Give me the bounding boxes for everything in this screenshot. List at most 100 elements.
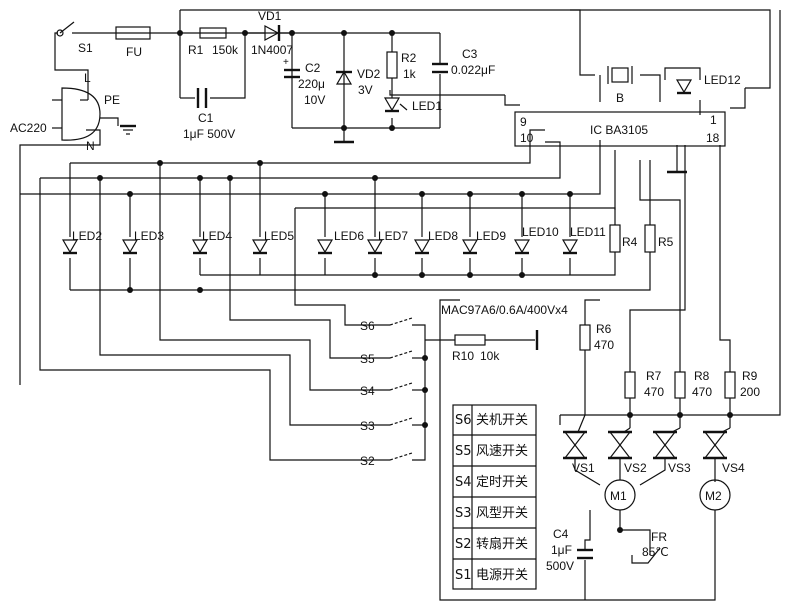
- resistor-r2: R2 1k: [386, 51, 417, 81]
- switch-s1: S1: [56, 21, 93, 55]
- resistor-r5: R5: [644, 224, 674, 253]
- led7-label: LED7: [378, 229, 408, 243]
- switch-s4: S4: [360, 382, 413, 398]
- s3-label: S3: [360, 419, 375, 433]
- led4-label: LED4: [202, 229, 232, 243]
- r8-label: R8: [694, 369, 710, 383]
- led-led2: LED2: [61, 229, 102, 255]
- r9-value: 200: [740, 385, 760, 399]
- c1-value: 1μF 500V: [183, 127, 235, 141]
- capacitor-c3: C3 0.022μF: [432, 47, 495, 77]
- s6-label: S6: [360, 319, 375, 333]
- resistor-r1: R1 150k: [188, 27, 239, 57]
- r10-label: R10: [452, 349, 474, 363]
- vd1-label: VD1: [258, 9, 282, 23]
- led9-label: LED9: [476, 229, 506, 243]
- fr-value: 85℃: [642, 545, 669, 559]
- legend-key: S4: [455, 475, 472, 490]
- ic-ba3105: 9 10 IC BA3105 1 18: [514, 111, 726, 147]
- fr-label: FR: [651, 530, 667, 544]
- led10-label: LED10: [522, 225, 559, 239]
- capacitor-c1: C1 1μF 500V: [183, 88, 235, 141]
- wiring: [19, 9, 781, 601]
- motor-m2: M2: [699, 479, 731, 511]
- led-led6: LED6: [316, 229, 364, 255]
- s4-label: S4: [360, 384, 375, 398]
- fuse-fu: FU: [115, 26, 151, 59]
- ac-plug: L PE N AC220: [10, 71, 120, 153]
- motor-m1: M1: [604, 479, 636, 511]
- c4-value-volt: 500V: [546, 559, 574, 573]
- c3-label: C3: [462, 47, 478, 61]
- led12-label: LED12: [704, 73, 741, 87]
- s1-label: S1: [78, 41, 93, 55]
- legend-key: S1: [455, 568, 472, 583]
- legend-key: S5: [455, 444, 472, 459]
- pin9-label: 9: [520, 115, 527, 129]
- resistor-r4: R4: [609, 224, 638, 253]
- r5-label: R5: [658, 235, 674, 249]
- led1-label: LED1: [412, 99, 442, 113]
- svg-text:+: +: [283, 57, 289, 68]
- zener-vd2: VD2 3V: [335, 67, 381, 97]
- n-label: N: [86, 139, 95, 153]
- r6-value: 470: [594, 338, 614, 352]
- pin1-label: 1: [710, 113, 717, 127]
- legend-desc: 风型开关: [476, 506, 528, 521]
- led-led3: LED3: [121, 229, 164, 255]
- led6-label: LED6: [334, 229, 364, 243]
- thermal-fuse-fr: FR 85℃: [631, 530, 669, 564]
- led-led5: LED5: [251, 229, 294, 255]
- resistor-r6: R6 470: [579, 322, 614, 352]
- diode-vd1: VD1 1N4007: [251, 9, 293, 57]
- b-label: B: [616, 91, 624, 105]
- vs3-label: VS3: [668, 461, 691, 475]
- c4-value-cap: 1μF: [551, 543, 572, 557]
- ac220-label: AC220: [10, 121, 47, 135]
- r10-value: 10k: [480, 349, 500, 363]
- switch-s6: S6: [360, 317, 413, 333]
- led8-label: LED8: [428, 229, 458, 243]
- capacitor-c2: + C2 220μ 10V: [283, 57, 325, 107]
- c3-value: 0.022μF: [451, 63, 495, 77]
- led3-label: LED3: [134, 229, 164, 243]
- vs1-label: VS1: [572, 461, 595, 475]
- junction-dots: [97, 30, 733, 533]
- r7-value: 470: [644, 385, 664, 399]
- vd2-label: VD2: [357, 67, 381, 81]
- vd1-value: 1N4007: [251, 43, 293, 57]
- c4-label: C4: [553, 527, 569, 541]
- crystal-b: B: [607, 66, 633, 105]
- legend-desc: 定时开关: [476, 475, 528, 490]
- c1-label: C1: [198, 111, 214, 125]
- led2-label: LED2: [72, 229, 102, 243]
- legend-desc: 风速开关: [476, 444, 528, 459]
- legend-desc: 转扇开关: [476, 536, 528, 552]
- led-led11: LED11: [561, 225, 606, 255]
- triac-vs3: VS3: [653, 427, 691, 475]
- switch-s2: S2: [360, 452, 413, 468]
- led-led8: LED8: [413, 229, 458, 255]
- r8-value: 470: [692, 385, 712, 399]
- fu-label: FU: [126, 45, 142, 59]
- c2-value-volt: 10V: [304, 93, 325, 107]
- resistor-r10: R10 10k: [452, 334, 500, 363]
- c2-value-cap: 220μ: [298, 77, 325, 91]
- triac-vs4: VS4: [703, 427, 745, 475]
- r1-value: 150k: [212, 43, 239, 57]
- legend-key: S3: [455, 506, 472, 521]
- m2-label: M2: [705, 489, 722, 503]
- led-row: LED2 LED3 LED4 LED5 LED6 LED7 LED8 LED9: [61, 225, 606, 255]
- pe-label: PE: [104, 93, 120, 107]
- pin10-label: 10: [520, 131, 534, 145]
- switch-legend-table: S6 关机开关 S5 风速开关 S4 定时开关 S3 风型开关 S2 转扇开关 …: [452, 404, 537, 590]
- led5-label: LED5: [264, 229, 294, 243]
- vs4-label: VS4: [722, 461, 745, 475]
- r9-label: R9: [742, 369, 758, 383]
- resistor-r9: R9 200: [724, 369, 760, 399]
- ground-symbols: [120, 124, 687, 174]
- s5-label: S5: [360, 352, 375, 366]
- resistor-r7: R7 470: [624, 369, 664, 399]
